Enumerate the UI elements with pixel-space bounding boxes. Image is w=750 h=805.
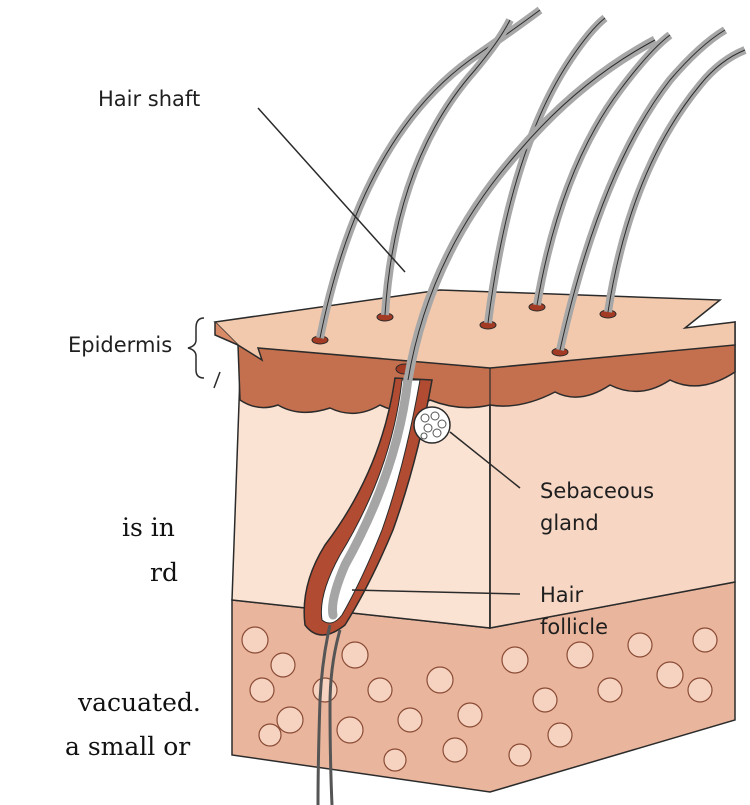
slide-text-line2: rd [150,553,178,593]
label-hair-shaft: Hair shaft [98,84,200,114]
label-sebaceous-line1: Sebaceous [540,476,654,506]
slide-text-line1: is in [122,508,175,548]
label-sebaceous-line2: gland [540,508,599,538]
label-hair-follicle-line1: Hair [540,580,583,610]
slide-text-line3: vacuated. [78,683,201,723]
label-hair-follicle-line2: follicle [540,612,608,642]
sebaceous-gland [414,407,450,443]
label-epidermis: Epidermis [68,330,172,360]
slide-text-line4: a small or [65,727,190,767]
